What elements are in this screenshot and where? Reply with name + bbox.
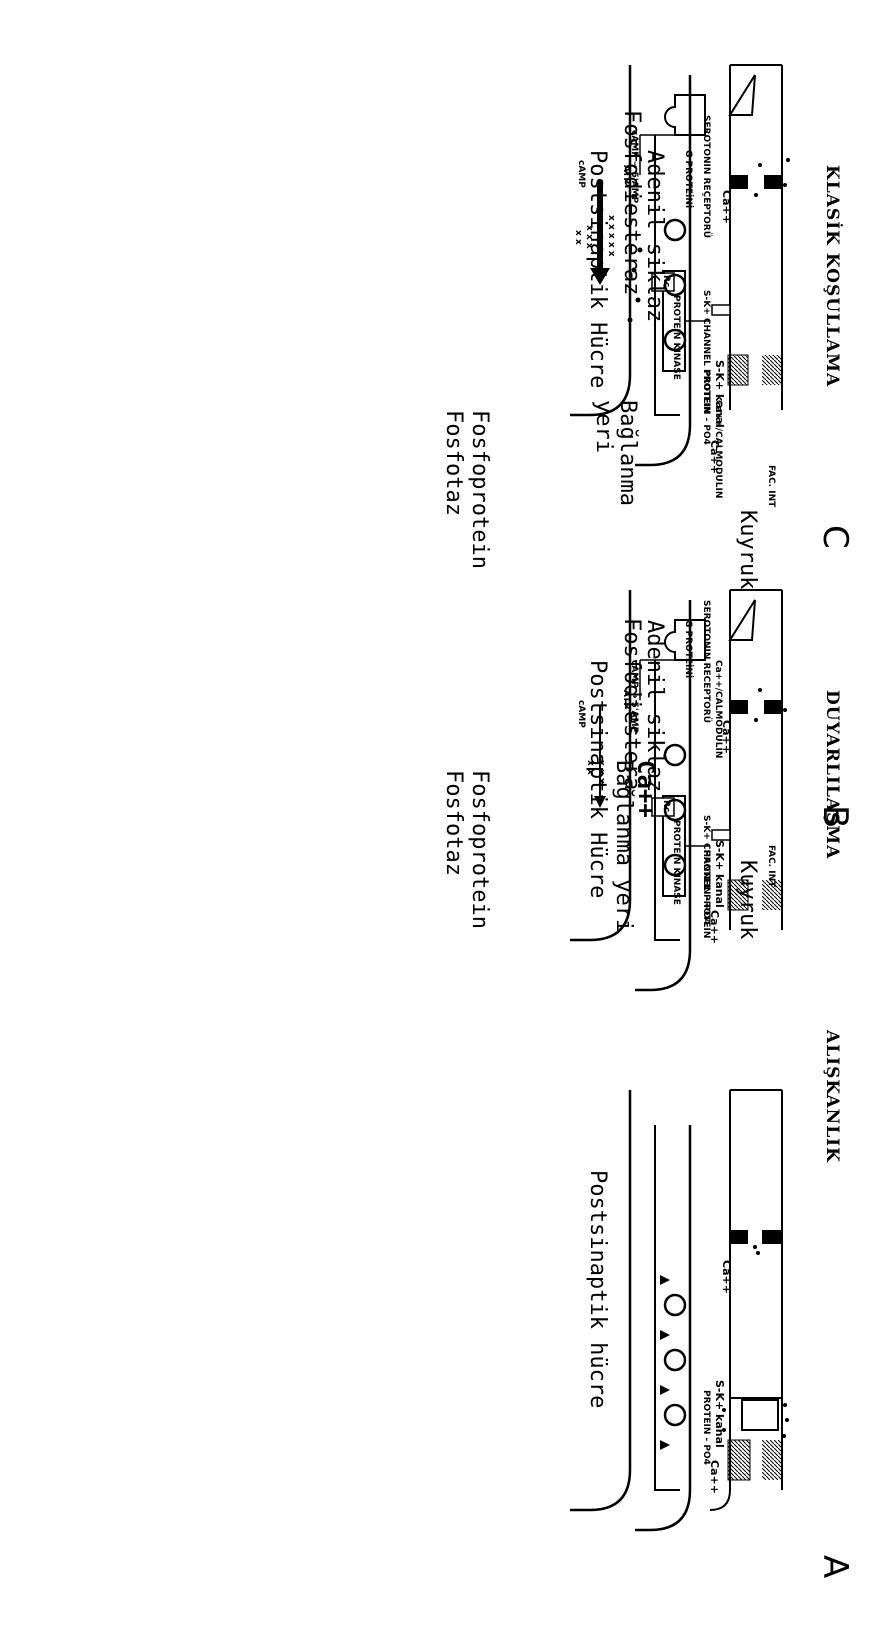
calcium-ion	[785, 1418, 789, 1422]
fac-int-label-c: FAC. INT	[766, 465, 775, 507]
ca-bold-label-b: Ca++	[634, 760, 658, 818]
calcium-channel	[730, 700, 748, 714]
g-protein-wedge	[730, 75, 755, 115]
calcium-label-b-top: Ca++	[721, 720, 732, 754]
calcium-ion	[753, 1245, 757, 1249]
calcium-label-a-top: Ca++	[721, 1260, 732, 1294]
sk-channel-label-a: S-K+ kanal	[714, 1380, 725, 1448]
calcium-ion	[758, 688, 762, 692]
panel-letter-a: A	[818, 1555, 852, 1578]
calcium-ion	[754, 193, 758, 197]
synaptic-vesicle	[665, 1295, 685, 1315]
rc-label-c: Rc	[661, 275, 670, 287]
phosphatase-label-b: Fosfotaz	[442, 770, 464, 876]
binding-site-label-c-1: Bağlanma	[616, 400, 638, 506]
calcium-label-a-bottom: Ca++	[709, 1460, 720, 1494]
phosphoprotein-label-b: Fosfoprotein	[468, 770, 490, 929]
synaptic-vesicle	[665, 1350, 685, 1370]
synaptic-terminal-membrane	[710, 1125, 730, 1510]
g-protein-wedge	[730, 600, 755, 640]
adenylyl-cyclase	[665, 95, 705, 135]
camp-label-c: cAMP	[576, 160, 585, 188]
synaptic-vesicle	[665, 220, 685, 240]
sk-channel-marker	[712, 305, 730, 315]
protein-po4-label-a: PROTEIN - PO4	[701, 1390, 710, 1465]
tail-label-b: Kuyruk	[736, 860, 758, 939]
protein-po4-label-c: PROTEIN - PO4	[701, 370, 710, 445]
g-protein-label-b: G PROTEİNİ	[683, 620, 692, 678]
phosphatase-label-c: Fosfotaz	[442, 410, 464, 516]
panel-title-a: ALIŞKANLIK	[823, 1030, 840, 1163]
calcium-channel	[730, 175, 748, 189]
camp-label-b: cAMP	[576, 700, 585, 728]
adenylyl-cyclase-label-c: Adenil siklaz	[643, 150, 665, 322]
transmitter-dot	[636, 298, 641, 303]
sk-channel-label-b: S-K+ kanal	[714, 840, 725, 908]
protein-kinase-label-c: PROTEIN KINASE	[671, 295, 680, 380]
g-protein-label-c: G PROTEİNİ	[683, 150, 692, 208]
serotonin-receptor-label-c: SEROTONIN REÇEPTORÜ	[701, 115, 710, 238]
synaptic-vesicle	[665, 745, 685, 765]
calcium-label-c-top: Ca++	[721, 190, 732, 224]
calcium-ion	[786, 158, 790, 162]
hatched-channel	[762, 355, 782, 385]
phosphoprotein-label-c: Fosfoprotein	[468, 410, 490, 569]
protein-kinase-label-b: PROTEIN KINASE	[671, 820, 680, 905]
binding-site-label-b: Bağlanma yeri	[612, 760, 634, 932]
calcium-channel	[730, 1230, 748, 1244]
tail-label-c: Kuyruk	[736, 510, 758, 589]
binding-site-label-c-2: yeri	[592, 400, 614, 453]
active-zone	[655, 1125, 680, 1490]
panel-title-b: DUYARLILAŞMA	[823, 690, 840, 859]
calcium-ion	[783, 183, 787, 187]
sk-channel-marker	[712, 830, 730, 840]
calcium-label-b-bottom: Ca++	[709, 910, 720, 944]
calcium-label-c-bottom: Ca++	[709, 440, 720, 474]
calcium-ion	[782, 1434, 786, 1438]
postsynaptic-label-c: Postsinaptik Hücre	[586, 150, 608, 388]
sk-channel-box	[742, 1400, 778, 1430]
postsynaptic-label-a: Postsinaptik hücre	[586, 1170, 608, 1408]
fac-int-label-b: FAC. INT	[766, 845, 775, 887]
rc-label-b: Rc	[661, 800, 670, 812]
calcium-channel	[764, 175, 782, 189]
panel-title-c: KLASİK KOŞULLAMA	[823, 165, 840, 387]
calcium-ion	[783, 1403, 787, 1407]
hatched-channel	[728, 1440, 750, 1480]
calcium-channel	[764, 700, 782, 714]
synaptic-vesicle	[665, 1405, 685, 1425]
atp-label-b: ATP	[621, 690, 630, 709]
camp-marks-c-4: x x	[573, 230, 582, 245]
sk-channel-label-c: S-K+ kanal	[714, 360, 725, 428]
hatched-channel	[728, 355, 748, 385]
atp-label-c: ATP	[621, 165, 630, 184]
panel-letter-c: C	[818, 525, 852, 549]
calcium-ion	[758, 163, 762, 167]
hatched-channel	[762, 1440, 782, 1480]
postsynaptic-label-b: Postsinaptik Hücre	[586, 660, 608, 898]
calcium-ion	[754, 718, 758, 722]
calcium-ion	[756, 1251, 760, 1255]
postsynaptic-cell-membrane	[635, 1125, 690, 1530]
calcium-ion	[783, 708, 787, 712]
calcium-channel	[762, 1230, 782, 1244]
serotonin-receptor-label-b: SEROTONIN RECEPTORÜ	[701, 600, 710, 723]
